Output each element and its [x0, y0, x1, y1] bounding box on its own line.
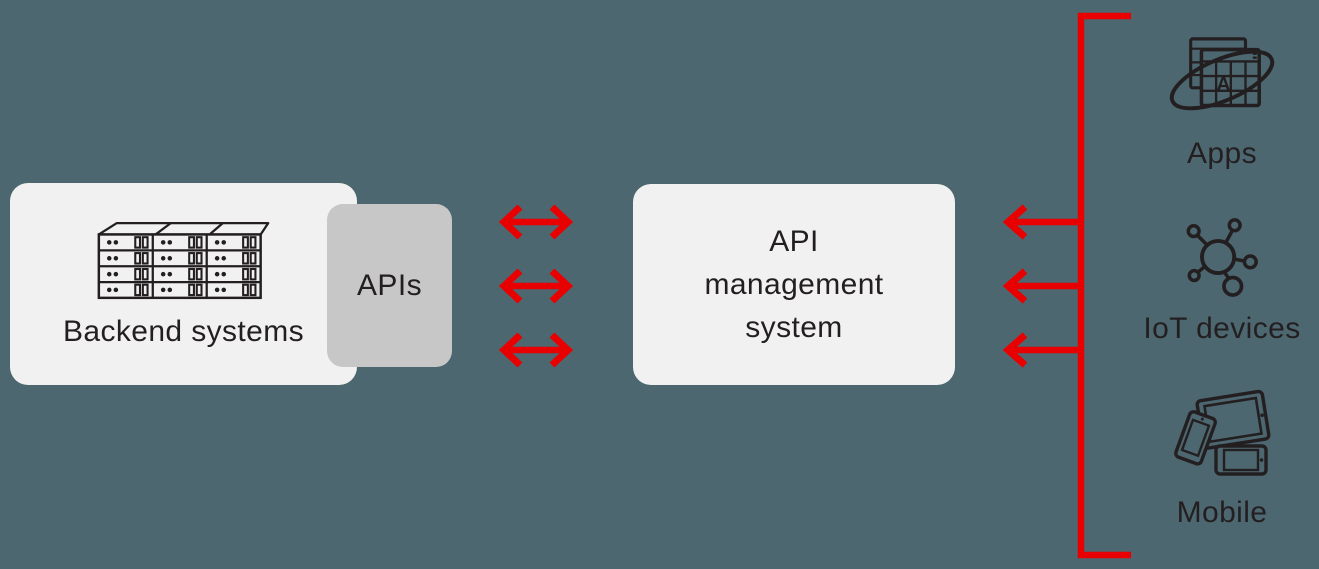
apis-label: APIs	[357, 268, 422, 302]
client-iot-devices: IoT devices	[1127, 216, 1317, 346]
apps-label: Apps	[1187, 137, 1257, 170]
management-label-line-1: API	[769, 225, 819, 258]
iot-devices-label: IoT devices	[1143, 312, 1301, 345]
bidirectional-arrow-top	[498, 204, 574, 240]
bracket-line	[1077, 12, 1131, 559]
server-rack-icon	[97, 221, 269, 300]
bidirectional-arrow-middle	[498, 268, 574, 304]
inbound-arrow-bottom	[1002, 332, 1081, 368]
management-label-line-2: management	[704, 268, 884, 301]
mobile-label: Mobile	[1176, 496, 1268, 529]
inbound-arrow-middle	[1002, 268, 1081, 304]
inbound-arrow-top	[1002, 204, 1081, 240]
apps-icon: A	[1169, 37, 1275, 111]
apis-box: APIs	[327, 204, 452, 367]
iot-devices-icon	[1186, 218, 1258, 297]
client-apps: A Apps	[1127, 33, 1317, 171]
svg-text:A: A	[1216, 73, 1230, 95]
backend-systems-box: Backend systems	[10, 183, 357, 385]
api-management-system-box: API management system	[633, 184, 955, 385]
management-label-line-3: system	[745, 311, 843, 344]
bidirectional-arrow-bottom	[498, 332, 574, 368]
backend-systems-label: Backend systems	[62, 315, 305, 348]
client-mobile: Mobile	[1127, 388, 1317, 530]
mobile-devices-icon	[1174, 389, 1271, 476]
clients-bracket	[1002, 12, 1131, 559]
